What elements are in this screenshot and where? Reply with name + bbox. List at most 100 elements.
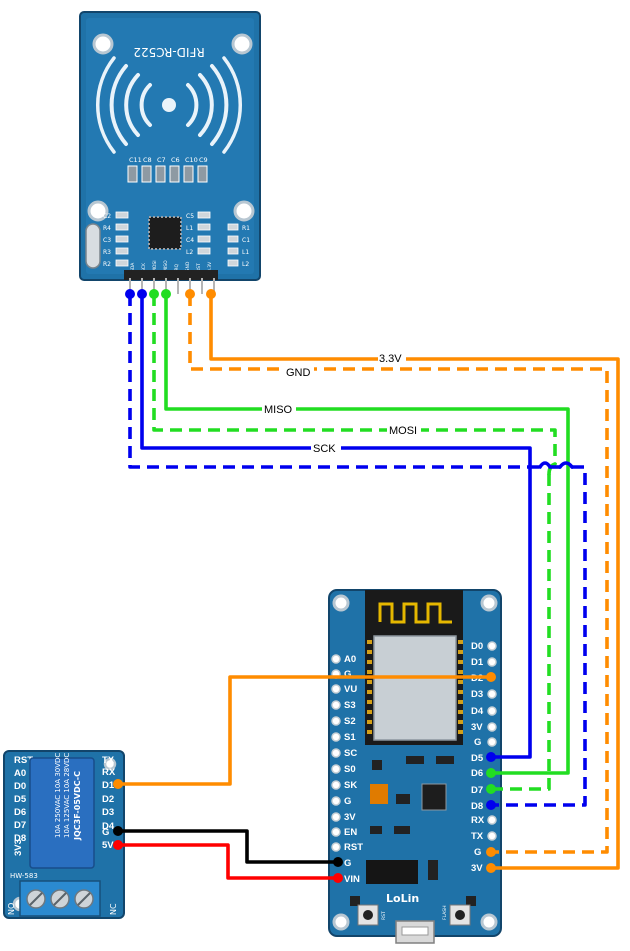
svg-text:3V: 3V [344,812,356,823]
svg-text:10A 250VAC 10A 30VDC: 10A 250VAC 10A 30VDC [54,753,62,838]
relay-shield: RST A0 D0 D5 D6 D7 D8 3V3 TX RX D1 D2 D3… [3,750,125,919]
svg-text:D2: D2 [102,794,114,805]
svg-text:C3: C3 [103,237,111,244]
relay-screw-terminal [19,880,101,917]
svg-text:D4: D4 [471,706,484,717]
svg-text:RST: RST [196,263,202,272]
svg-text:S1: S1 [344,732,356,743]
svg-text:TX: TX [471,831,484,842]
rfid-smd-left: C2 R4 C3 R3 R2 [103,211,129,268]
svg-text:R2: R2 [103,261,111,268]
svg-text:C7: C7 [157,156,166,164]
rfid-pin-header [124,270,218,294]
svg-text:L2: L2 [186,249,193,256]
svg-text:C1: C1 [242,237,250,244]
svg-text:JQC3F-05VDC-C: JQC3F-05VDC-C [73,771,82,841]
wire-labels: 3.3V GND MISO MOSI SCK [262,352,421,455]
svg-text:D5: D5 [14,794,27,805]
rst-button-label: RST [381,911,387,920]
svg-text:MISO: MISO [163,260,169,272]
nodemcu-left-pins: A0 G VU S3 S2 S1 SC S0 SK G 3V EN RST G … [331,654,363,885]
svg-text:R3: R3 [103,249,111,256]
svg-text:S2: S2 [344,716,356,727]
svg-text:D6: D6 [14,807,26,818]
svg-text:10A 125VAC 10A 28VDC: 10A 125VAC 10A 28VDC [63,753,71,838]
svg-text:SC: SC [344,748,357,759]
wire-relay-vin [113,840,343,883]
label-gnd: GND [286,367,311,379]
rfid-model-label: RFID-RC522 [133,45,204,59]
svg-text:C9: C9 [199,156,208,164]
wire-relay-signal [113,672,496,789]
svg-text:A0: A0 [14,768,26,779]
svg-text:MOSI: MOSI [152,260,158,272]
svg-text:D3: D3 [471,689,483,700]
relay-left-pin-labels: RST A0 D0 D5 D6 D7 D8 3V3 [13,755,33,856]
wire-relay-gnd [113,826,343,867]
svg-text:C6: C6 [171,156,180,164]
rst-button[interactable] [357,904,379,926]
svg-text:EN: EN [344,827,357,838]
label-sck: SCK [313,443,336,455]
svg-text:VIN: VIN [344,874,360,885]
svg-text:C4: C4 [186,237,194,244]
svg-text:G: G [344,858,351,869]
svg-text:S0: S0 [344,764,356,775]
svg-text:D3: D3 [102,807,114,818]
svg-text:G: G [474,737,481,748]
nodemcu-right-pins: D0 D1 D2 D3 D4 3V G D5 D6 D7 D8 RX TX G … [471,641,497,874]
nodemcu-components [350,756,476,906]
svg-text:RST: RST [344,842,363,853]
svg-text:3V: 3V [471,722,483,733]
svg-text:C10: C10 [185,156,198,164]
svg-text:R4: R4 [103,225,111,232]
usb-port[interactable] [395,920,435,944]
rfid-smd-right: C5 L1 C4 L2 R1 C1 L1 L2 [186,211,250,268]
svg-text:R1: R1 [242,225,250,232]
flash-button[interactable] [449,904,471,926]
svg-text:L1: L1 [186,225,193,232]
svg-text:L1: L1 [242,249,249,256]
svg-text:D5: D5 [471,753,484,764]
relay-module-name: HW-583 [10,872,38,880]
svg-text:RX: RX [471,815,485,826]
svg-text:C11: C11 [129,156,142,164]
svg-text:C2: C2 [103,213,111,220]
relay-terminal-nc-label: NC [109,903,118,915]
rfid-chip [148,216,182,250]
svg-text:SK: SK [344,780,357,791]
rfid-antenna-icon [95,56,243,154]
esp8266-module [365,590,463,745]
svg-text:C5: C5 [186,213,194,220]
wire-sck [137,289,532,762]
wire-miso [161,289,570,778]
relay-terminal-no-label: NO [7,903,16,915]
rfid-mounting-holes [87,33,255,222]
svg-text:D4: D4 [102,821,115,832]
svg-text:D7: D7 [14,820,26,831]
svg-text:RX: RX [102,767,116,778]
svg-text:5V: 5V [102,840,114,851]
wire-gnd [185,289,609,857]
svg-text:D0: D0 [14,781,26,792]
svg-text:SCK: SCK [141,262,147,272]
svg-text:SDA: SDA [130,262,136,272]
rfid-pin-labels: 3.3V RST GND IRQ MISO MOSI SCK SDA [130,260,213,272]
rfid-crystal [85,223,101,269]
svg-text:A0: A0 [344,654,356,665]
relay-component: 10A 250VAC 10A 30VDC 10A 125VAC 10A 28VD… [29,753,95,869]
rfid-module: RFID-RC522 C11 C8 C7 C6 C10 C9 [79,11,261,294]
svg-text:VU: VU [344,684,357,695]
svg-text:C8: C8 [143,156,152,164]
svg-text:3V: 3V [471,863,483,874]
svg-text:3V3: 3V3 [13,839,24,856]
svg-text:3.3V: 3.3V [207,261,213,272]
svg-text:GND: GND [185,261,191,272]
svg-text:D1: D1 [471,657,484,668]
label-mosi: MOSI [389,425,417,437]
nodemcu-board: LoLin RST FLASH A0 G VU S3 [328,589,502,944]
svg-text:D1: D1 [102,780,115,791]
svg-text:RST: RST [14,755,33,766]
svg-text:G: G [102,827,109,838]
